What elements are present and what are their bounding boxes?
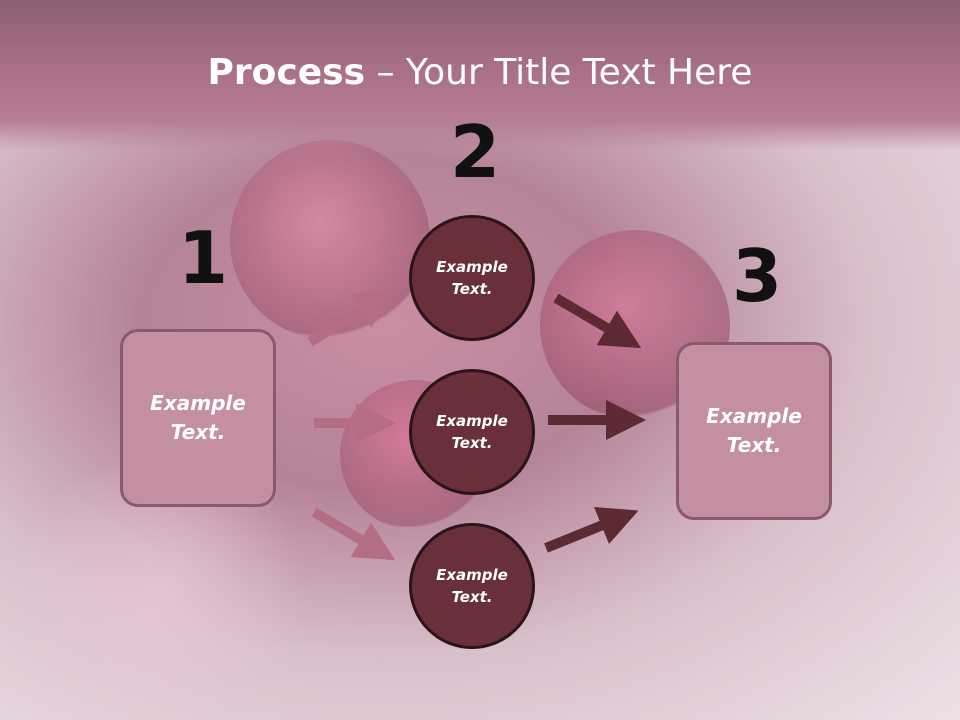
background-ornament xyxy=(230,140,430,340)
right-box: Example Text. xyxy=(676,342,832,520)
circle-top-text: Example Text. xyxy=(436,257,508,299)
step-number-3: 3 xyxy=(732,234,783,318)
arrow-left-to-bottom xyxy=(311,507,396,561)
left-box-text: Example Text. xyxy=(150,391,246,444)
right-box-text: Example Text. xyxy=(706,404,802,457)
arrow-bottom-to-right xyxy=(544,506,639,553)
arrow-left-to-top xyxy=(307,289,396,347)
circle-middle-text: Example Text. xyxy=(436,411,508,453)
title-bold: Process xyxy=(207,52,366,93)
circle-top: Example Text. xyxy=(409,215,535,341)
title-band xyxy=(0,0,960,150)
title-rest: – Your Title Text Here xyxy=(365,52,753,93)
arrow-top-to-right xyxy=(553,293,642,349)
step-number-2: 2 xyxy=(450,110,501,194)
page-title: Process – Your Title Text Here xyxy=(0,52,960,93)
circle-bottom-text: Example Text. xyxy=(436,565,508,607)
left-box: Example Text. xyxy=(120,329,276,507)
step-number-1: 1 xyxy=(178,216,229,300)
circle-bottom: Example Text. xyxy=(409,523,535,649)
circle-middle: Example Text. xyxy=(409,369,535,495)
